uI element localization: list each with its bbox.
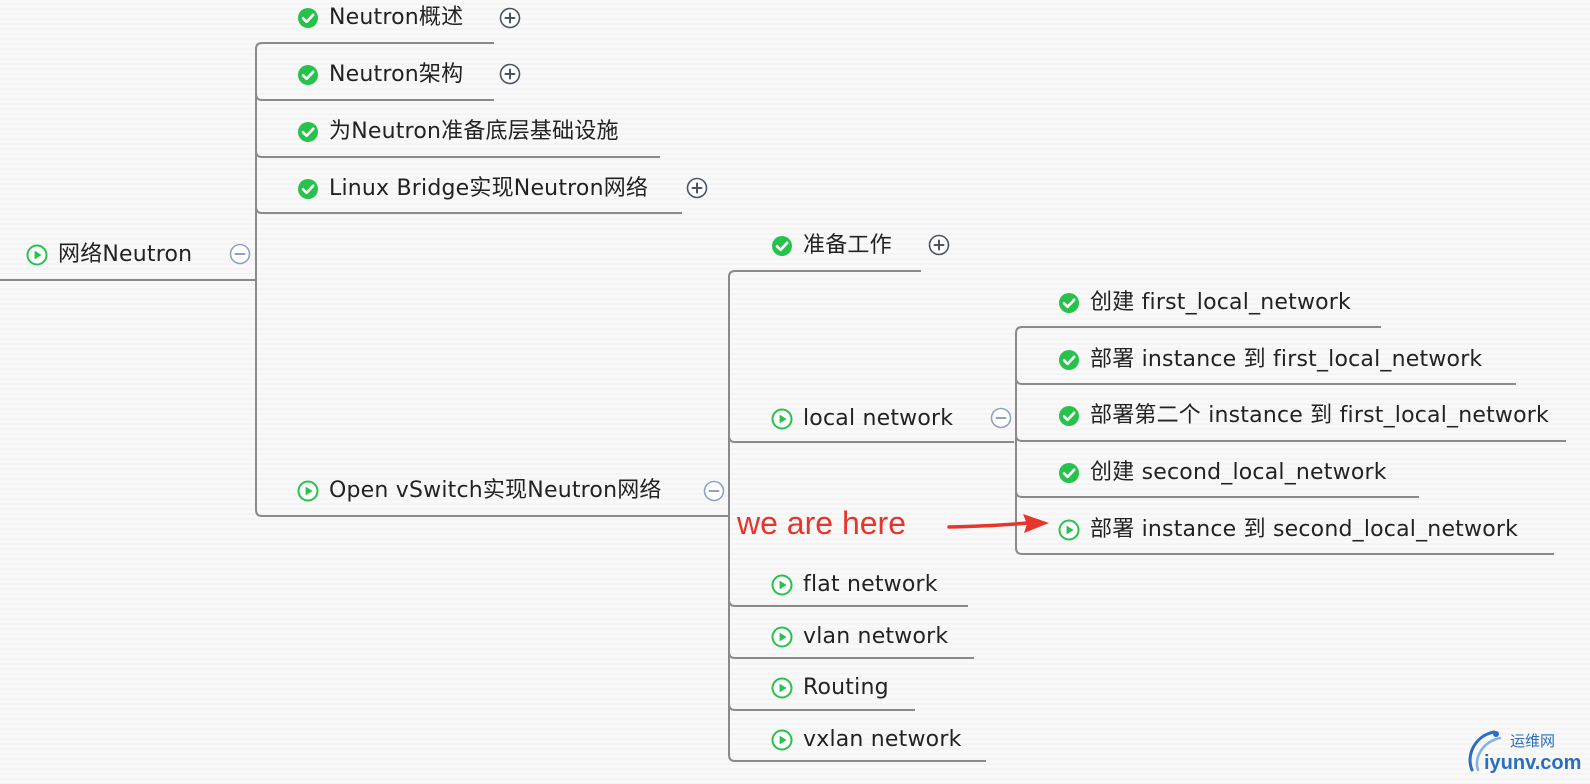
subtopic-label: flat network [803,572,938,597]
underline-neutron-architecture [255,93,494,101]
topic-label: Neutron概述 [329,5,464,30]
subtopic-vlan-network[interactable]: vlan network [771,621,948,653]
underline-task-5 [1015,547,1554,555]
subtopic-label: local network [803,406,954,431]
topic-neutron-overview-expand-toggle[interactable] [499,7,521,29]
subtopic-local-network-collapse-toggle[interactable] [990,407,1012,429]
underline-neutron-overview [255,42,494,50]
watermark-url: iyunv.com [1484,752,1582,774]
topic-label: Linux Bridge实现Neutron网络 [329,176,649,201]
underline-linux-bridge [255,206,682,214]
check-circle-icon [297,178,319,200]
root-node[interactable]: 网络Neutron [26,239,192,271]
task-label: 部署 instance 到 second_local_network [1090,517,1519,542]
play-circle-icon [771,574,793,596]
underline-vxlan-network [728,754,986,762]
root-label: 网络Neutron [58,242,193,267]
play-circle-icon [771,626,793,648]
watermark-logo: 运维网 iyunv.com [1462,724,1584,780]
subtopic-local-network[interactable]: local network [771,403,953,435]
underline-task-3 [1015,434,1566,442]
underline-task-1 [1015,326,1381,334]
subtopic-label: vxlan network [803,727,962,752]
task-label: 部署第二个 instance 到 first_local_network [1090,403,1549,428]
underline-task-2 [1015,377,1516,385]
topic-neutron-architecture[interactable]: Neutron架构 [297,59,463,91]
subtopic-label: Routing [803,675,889,700]
play-circle-icon [26,244,48,266]
we-are-here-annotation: we are here [737,505,906,541]
play-circle-icon [771,677,793,699]
subtopic-vxlan-network[interactable]: vxlan network [771,724,962,756]
watermark-name: 运维网 [1510,732,1556,750]
subtopic-label: 准备工作 [803,233,892,258]
subtopic-flat-network[interactable]: flat network [771,569,938,601]
topic-infrastructure[interactable]: 为Neutron准备底层基础设施 [297,116,619,148]
root-collapse-toggle[interactable] [229,243,251,265]
check-circle-icon [1058,349,1080,371]
check-circle-icon [771,235,793,257]
task-label: 创建 second_local_network [1090,460,1387,485]
topic-open-vswitch-collapse-toggle[interactable] [703,480,725,502]
watermark-swirl-icon [1468,730,1502,772]
play-circle-icon [771,408,793,430]
topic-linux-bridge-expand-toggle[interactable] [686,177,708,199]
subtopic-preparation[interactable]: 准备工作 [771,230,892,262]
underline-vlan-network [728,651,974,659]
underline-flat-network [728,599,968,607]
topic-neutron-architecture-expand-toggle[interactable] [499,63,521,85]
topic-label: 为Neutron准备底层基础设施 [329,119,619,144]
task-deploy-instance-second-network[interactable]: 部署 instance 到 second_local_network [1058,514,1518,546]
check-circle-icon [1058,292,1080,314]
task-create-second-local-network[interactable]: 创建 second_local_network [1058,457,1387,489]
play-circle-icon [297,480,319,502]
play-circle-icon [1058,519,1080,541]
underline-infrastructure [255,150,660,158]
check-circle-icon [297,7,319,29]
underline-routing [728,703,915,711]
topic-label: Open vSwitch实现Neutron网络 [329,478,662,503]
task-create-first-local-network[interactable]: 创建 first_local_network [1058,287,1351,319]
check-circle-icon [1058,405,1080,427]
topic-linux-bridge[interactable]: Linux Bridge实现Neutron网络 [297,173,648,205]
red-arrow-icon [947,514,1049,533]
task-deploy-instance-first-network[interactable]: 部署 instance 到 first_local_network [1058,344,1482,376]
task-label: 部署 instance 到 first_local_network [1090,347,1483,372]
topic-open-vswitch[interactable]: Open vSwitch实现Neutron网络 [297,475,662,507]
subtopic-preparation-expand-toggle[interactable] [928,234,950,256]
topic-label: Neutron架构 [329,62,464,87]
play-circle-icon [771,729,793,751]
underline-preparation [728,270,921,278]
check-circle-icon [1058,462,1080,484]
check-circle-icon [297,64,319,86]
underline-local-network [728,435,1014,443]
topic-neutron-overview[interactable]: Neutron概述 [297,2,463,34]
task-label: 创建 first_local_network [1090,290,1351,315]
subtopic-label: vlan network [803,624,949,649]
underline-task-4 [1015,490,1419,498]
task-deploy-second-instance-first-network[interactable]: 部署第二个 instance 到 first_local_network [1058,400,1549,432]
check-circle-icon [297,121,319,143]
subtopic-routing[interactable]: Routing [771,672,889,704]
underline-open-vswitch [255,509,728,517]
